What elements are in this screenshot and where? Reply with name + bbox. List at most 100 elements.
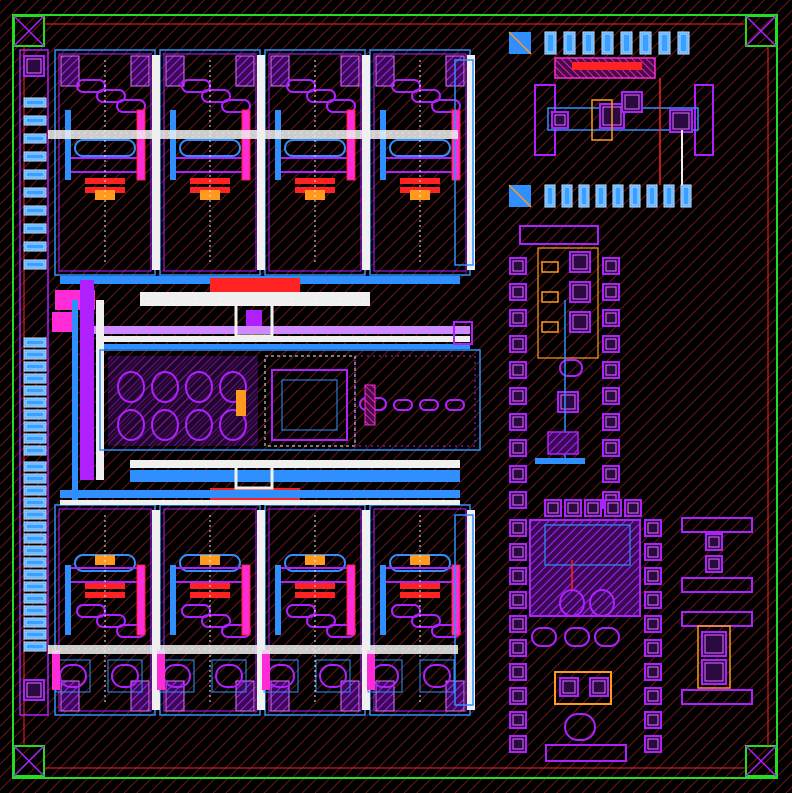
- vertical-bus: [257, 510, 265, 710]
- die-outline: [12, 14, 778, 779]
- probe-pad: [23, 509, 47, 520]
- bond-pad: [509, 309, 527, 327]
- probe-pad: [23, 187, 47, 198]
- bottom-cell-array: [52, 504, 475, 716]
- probe-pad: [23, 205, 47, 216]
- diff-pair-device: [219, 371, 247, 403]
- bond-pad: [509, 283, 527, 301]
- probe-pad: [677, 31, 690, 55]
- probe-pad: [23, 445, 47, 456]
- left-pad-column: [19, 49, 49, 716]
- upper-right-test-structure: [508, 31, 714, 208]
- bond-pad: [509, 663, 527, 681]
- probe-pad: [595, 184, 607, 208]
- bond-pad: [602, 335, 620, 353]
- bond-pad: [509, 335, 527, 353]
- test-bus: [535, 458, 585, 464]
- test-device: [589, 677, 609, 697]
- probe-pad: [544, 31, 557, 55]
- probe-pad: [23, 641, 47, 652]
- bond-pad: [509, 257, 527, 275]
- bond-pad: [509, 387, 527, 405]
- array-cell: [54, 504, 156, 716]
- output-device: [445, 399, 465, 411]
- test-device: [705, 533, 723, 551]
- bond-pad: [509, 413, 527, 431]
- current-mirror: [271, 369, 348, 441]
- probe-pad: [578, 184, 590, 208]
- bond-pad: [584, 499, 602, 517]
- probe-pad: [646, 184, 658, 208]
- bond-pad: [509, 439, 527, 457]
- probe-pad: [23, 397, 47, 408]
- probe-pad: [23, 521, 47, 532]
- test-contact: [541, 321, 559, 333]
- vertical-bus: [152, 55, 160, 270]
- probe-pad: [23, 629, 47, 640]
- probe-pad: [663, 184, 675, 208]
- bond-pad: [509, 639, 527, 657]
- bond-pad: [509, 361, 527, 379]
- array-cell: [159, 49, 261, 276]
- seal-ring-lines: [23, 23, 769, 769]
- bond-pad: [602, 413, 620, 431]
- test-device: [701, 631, 727, 657]
- bond-pad: [509, 687, 527, 705]
- probe-pad: [582, 31, 595, 55]
- probe-pad: [23, 581, 47, 592]
- output-strap: [157, 650, 165, 690]
- test-contact: [541, 261, 559, 273]
- test-device: [669, 109, 693, 133]
- bond-pad: [644, 663, 662, 681]
- vertical-bus: [467, 510, 475, 710]
- probe-pad: [23, 223, 47, 234]
- probe-pad: [658, 31, 671, 55]
- probe-pad: [23, 133, 47, 144]
- test-rail: [681, 517, 753, 533]
- probe-pad: [23, 97, 47, 108]
- diff-pair-device: [185, 409, 213, 441]
- diff-pair-device: [117, 409, 145, 441]
- probe-pad: [544, 184, 556, 208]
- output-device: [419, 399, 439, 411]
- probe-pad: [23, 373, 47, 384]
- probe-pad: [23, 545, 47, 556]
- pad-column-frame: [19, 49, 49, 716]
- bond-pad: [644, 519, 662, 537]
- probe-pad: [23, 349, 47, 360]
- probe-pad: [23, 605, 47, 616]
- array-cell: [54, 49, 156, 276]
- column-header: [519, 225, 599, 245]
- test-device: [559, 359, 583, 377]
- output-device: [423, 664, 451, 688]
- test-device: [531, 627, 557, 647]
- probe-pad: [23, 361, 47, 372]
- probe-pad: [23, 385, 47, 396]
- test-device: [594, 627, 620, 647]
- output-device: [111, 664, 139, 688]
- bond-pad: [644, 735, 662, 753]
- test-transistor: [569, 251, 591, 273]
- test-device: [701, 659, 727, 685]
- lower-right-test-structure: [509, 499, 662, 762]
- probe-pad: [23, 169, 47, 180]
- bond-pad: [602, 465, 620, 483]
- test-device: [551, 111, 569, 129]
- test-resistor-poly: [572, 62, 642, 70]
- bond-pad: [604, 499, 622, 517]
- current-mirror: [281, 379, 338, 431]
- probe-pad: [23, 461, 47, 472]
- test-rail: [681, 577, 753, 593]
- array-cell: [369, 49, 471, 276]
- center-amplifier-block: [99, 321, 481, 451]
- bond-pad: [509, 519, 527, 537]
- bond-pad: [602, 283, 620, 301]
- test-contact: [541, 291, 559, 303]
- vertical-bus: [152, 510, 160, 710]
- corner-pad: [23, 55, 45, 77]
- bond-pad: [644, 591, 662, 609]
- test-device: [559, 677, 579, 697]
- test-rail: [681, 689, 753, 705]
- output-strap: [52, 650, 60, 690]
- routing-buses: [48, 130, 470, 654]
